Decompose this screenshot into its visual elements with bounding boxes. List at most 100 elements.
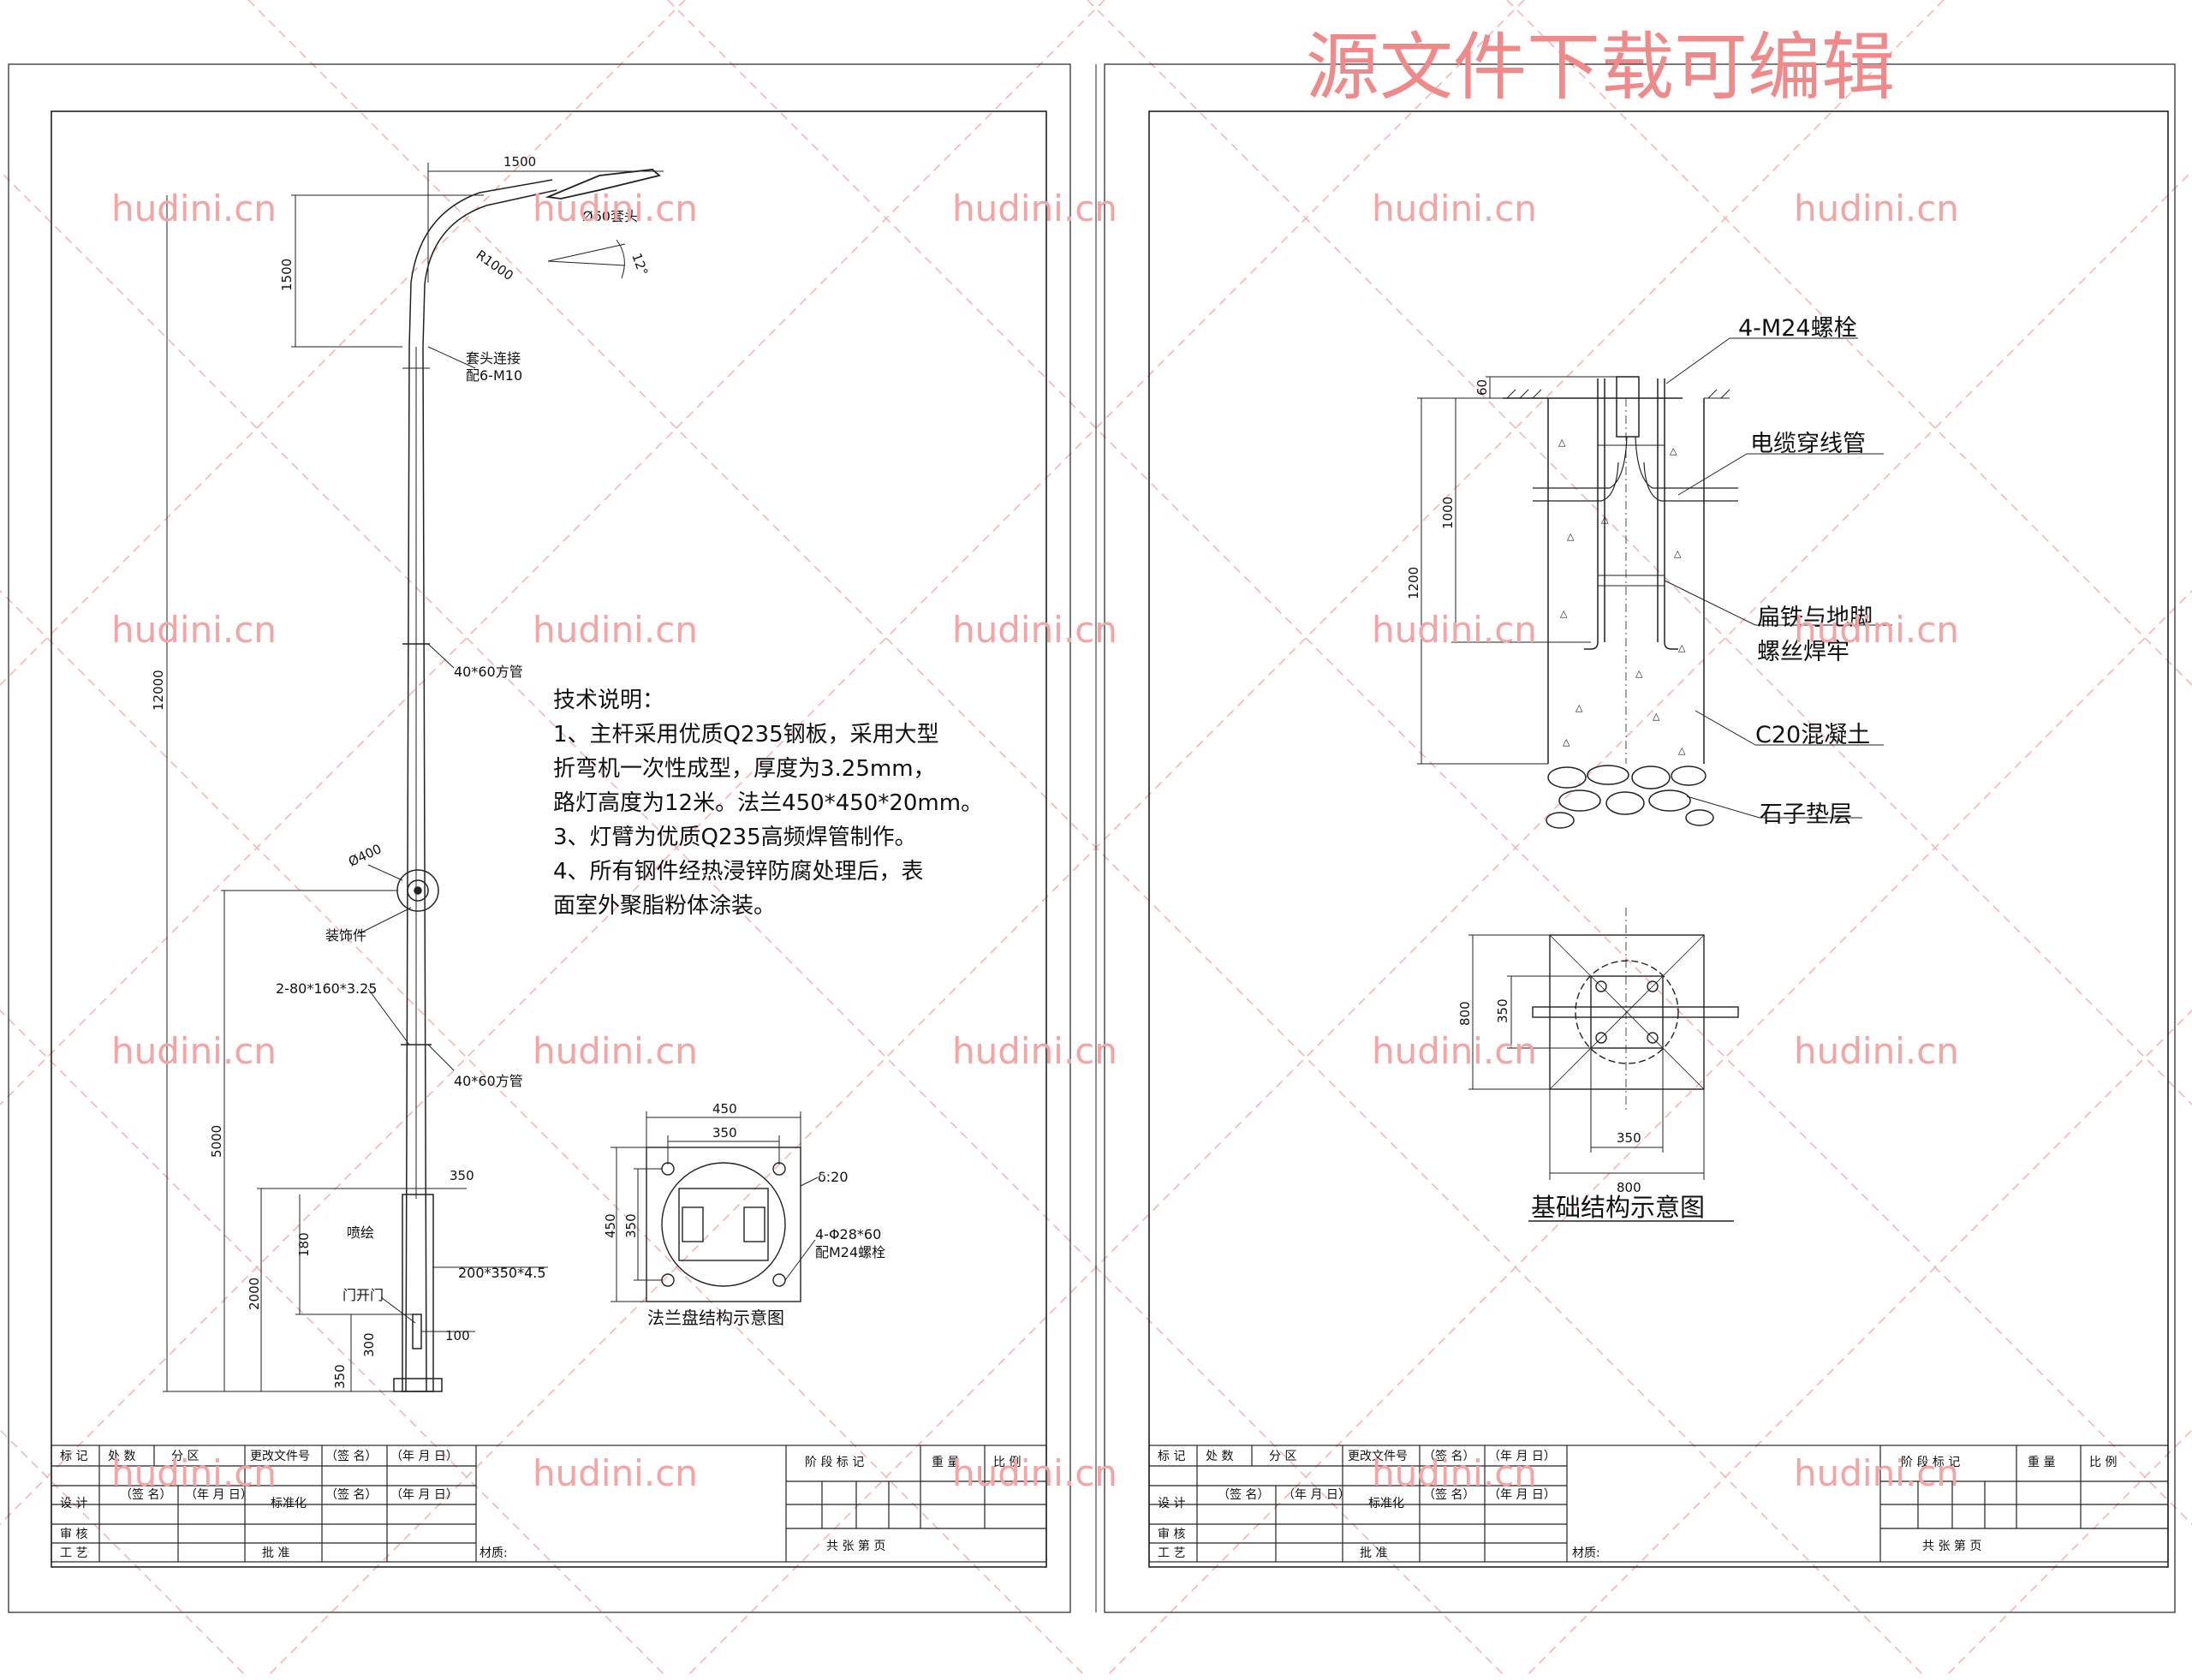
svg-text:△: △ (1563, 736, 1570, 748)
watermark-text: hudini.cn (952, 609, 1117, 651)
flange-inner-width: 350 (712, 1125, 737, 1141)
watermark-text: hudini.cn (952, 188, 1117, 229)
arm-rise-label: 1500 (279, 259, 295, 291)
watermark-text: hudini.cn (1794, 188, 1959, 229)
dim-1000: 1000 (1440, 497, 1456, 529)
tb-date: （年 月 日） (390, 1450, 458, 1463)
title-block-left (51, 1445, 1047, 1563)
plan-caption: 基础结构示意图 (1531, 1193, 1705, 1222)
top-width-label: 350 (450, 1168, 474, 1183)
height-2000-label: 2000 (247, 1278, 262, 1310)
tb-zone: 分 区 (171, 1450, 199, 1463)
tb-scale: 比 例 (993, 1456, 1021, 1469)
tech-note-line: 4、所有钢件经热浸锌防腐处理后，表 (553, 859, 924, 885)
watermark-text: hudini.cn (111, 609, 277, 651)
tb-standard-date: （年 月 日） (390, 1488, 458, 1502)
lamp-sleeve-label: Ø60套头 (582, 208, 638, 224)
flange-inner-height: 350 (623, 1213, 639, 1238)
flange-thickness: δ:20 (818, 1169, 849, 1185)
tb-standard: 标准化 (271, 1497, 307, 1510)
tech-note-line: 3、灯臂为优质Q235高频焊管制作。 (553, 825, 917, 850)
tb-review: 审 核 (60, 1528, 87, 1541)
tilt-angle-label: 12° (628, 251, 651, 277)
door-label: 门开门 (342, 1287, 384, 1303)
watermark-text: hudini.cn (111, 188, 277, 229)
watermark-text: hudini.cn (1372, 1030, 1537, 1072)
decor-label: 装饰件 (325, 927, 366, 944)
svg-text:△: △ (1674, 548, 1682, 559)
height-5000-label: 5000 (209, 1125, 224, 1158)
tb-count: 处 数 (108, 1450, 135, 1463)
tech-note-line: 1、主杆采用优质Q235钢板，采用大型 (553, 722, 939, 748)
plan-side-350: 350 (1495, 998, 1510, 1023)
flange-outer-width: 450 (712, 1101, 737, 1117)
arm-length-label: 1500 (503, 154, 536, 170)
tech-note-line: 路灯高度为12米。法兰450*450*20mm。 (553, 790, 983, 816)
bolt-label: 4-M24螺栓 (1738, 315, 1857, 342)
foundation-section (1417, 337, 1892, 829)
concrete-speckle: △△△△ △△△△ △△△△ (1558, 437, 1686, 756)
watermark-text: hudini.cn (1372, 1452, 1537, 1494)
door-offset-label: 100 (445, 1328, 470, 1343)
watermark-text: hudini.cn (533, 1452, 698, 1494)
tb-process: 工 艺 (60, 1546, 87, 1560)
tb-weight: 重 量 (932, 1456, 959, 1469)
tb-date: （年 月 日） (1488, 1450, 1556, 1463)
tb-change-doc: 更改文件号 (1348, 1450, 1408, 1463)
watermark-text: hudini.cn (952, 1452, 1117, 1494)
decor-diameter-label: Ø400 (346, 841, 384, 869)
plan-bottom-800: 800 (1617, 1180, 1641, 1195)
tb-sign: （签 名） (325, 1449, 377, 1463)
plan-labels: 800 350 350 800 基础结构示意图 (1457, 998, 1705, 1222)
tb-sheets: 共 张 第 页 (826, 1539, 885, 1553)
spray-label: 喷绘 (347, 1224, 374, 1241)
concrete-label: C20混凝土 (1755, 722, 1870, 748)
square-tube-lower-label: 40*60方管 (454, 1073, 523, 1089)
tb-stage: 阶 段 标 记 (1901, 1456, 1960, 1469)
title-block-right (1148, 1445, 2169, 1563)
tech-notes-title: 技术说明： (553, 688, 664, 713)
tech-notes: 技术说明： 1、主杆采用优质Q235钢板，采用大型 折弯机一次性成型，厚度为3.… (553, 688, 983, 919)
pole-elevation (163, 163, 664, 1392)
dim-60: 60 (1474, 379, 1490, 396)
tech-note-line: 折弯机一次性成型，厚度为3.25mm， (553, 756, 936, 782)
tb-approve: 批 准 (1360, 1546, 1387, 1560)
svg-text:△: △ (1653, 711, 1660, 722)
sheet-frames (8, 63, 2176, 1613)
tb-process: 工 艺 (1158, 1546, 1185, 1560)
weld-label-2: 螺丝焊牢 (1757, 639, 1850, 665)
flange-holes: 4-Φ28*60 (815, 1226, 881, 1242)
watermark-texts: hudini.cn hudini.cn hudini.cn hudini.cn … (111, 188, 1959, 1494)
gravel-label: 石子垫层 (1760, 801, 1852, 828)
base-spec-label: 200*350*4.5 (458, 1265, 546, 1281)
total-height-label: 12000 (151, 670, 166, 711)
square-tube-upper-label: 40*60方管 (454, 664, 523, 680)
watermark-text: hudini.cn (952, 1030, 1117, 1072)
sleeve-joint-label: 套头连接 (466, 350, 521, 366)
svg-text:△: △ (1635, 668, 1643, 679)
door-height-label: 300 (361, 1332, 377, 1357)
flange-labels: 450 350 450 350 δ:20 4-Φ28*60 配M24螺栓 法兰盘… (603, 1101, 885, 1328)
tb-sign: （签 名） (1423, 1449, 1474, 1463)
weld-label-1: 扁铁与地脚 (1757, 605, 1873, 631)
tb-weight: 重 量 (2028, 1456, 2055, 1469)
dim-1200: 1200 (1406, 567, 1421, 599)
tb-mark: 标 记 (60, 1450, 87, 1463)
svg-text:△: △ (1601, 514, 1609, 525)
tb-standard-sign: （签 名） (1423, 1487, 1474, 1502)
flange-outer-height: 450 (603, 1213, 618, 1238)
svg-text:△: △ (1576, 702, 1583, 713)
foundation-labels: 4-M24螺栓 电缆穿线管 扁铁与地脚 螺丝焊牢 C20混凝土 石子垫层 60 … (1406, 315, 1873, 828)
sleeve-bolt-label: 配6-M10 (466, 367, 522, 384)
tb-sheets: 共 张 第 页 (1922, 1539, 1981, 1553)
foundation-plan (1468, 908, 1739, 1222)
tb-design-sign: （签 名） (120, 1487, 171, 1502)
tb-material: 材质: (1572, 1546, 1600, 1560)
flange-caption: 法兰盘结构示意图 (647, 1308, 784, 1328)
tb-design: 设 计 (60, 1497, 87, 1510)
height-350-label: 350 (332, 1364, 348, 1389)
svg-text:△: △ (1678, 642, 1686, 653)
